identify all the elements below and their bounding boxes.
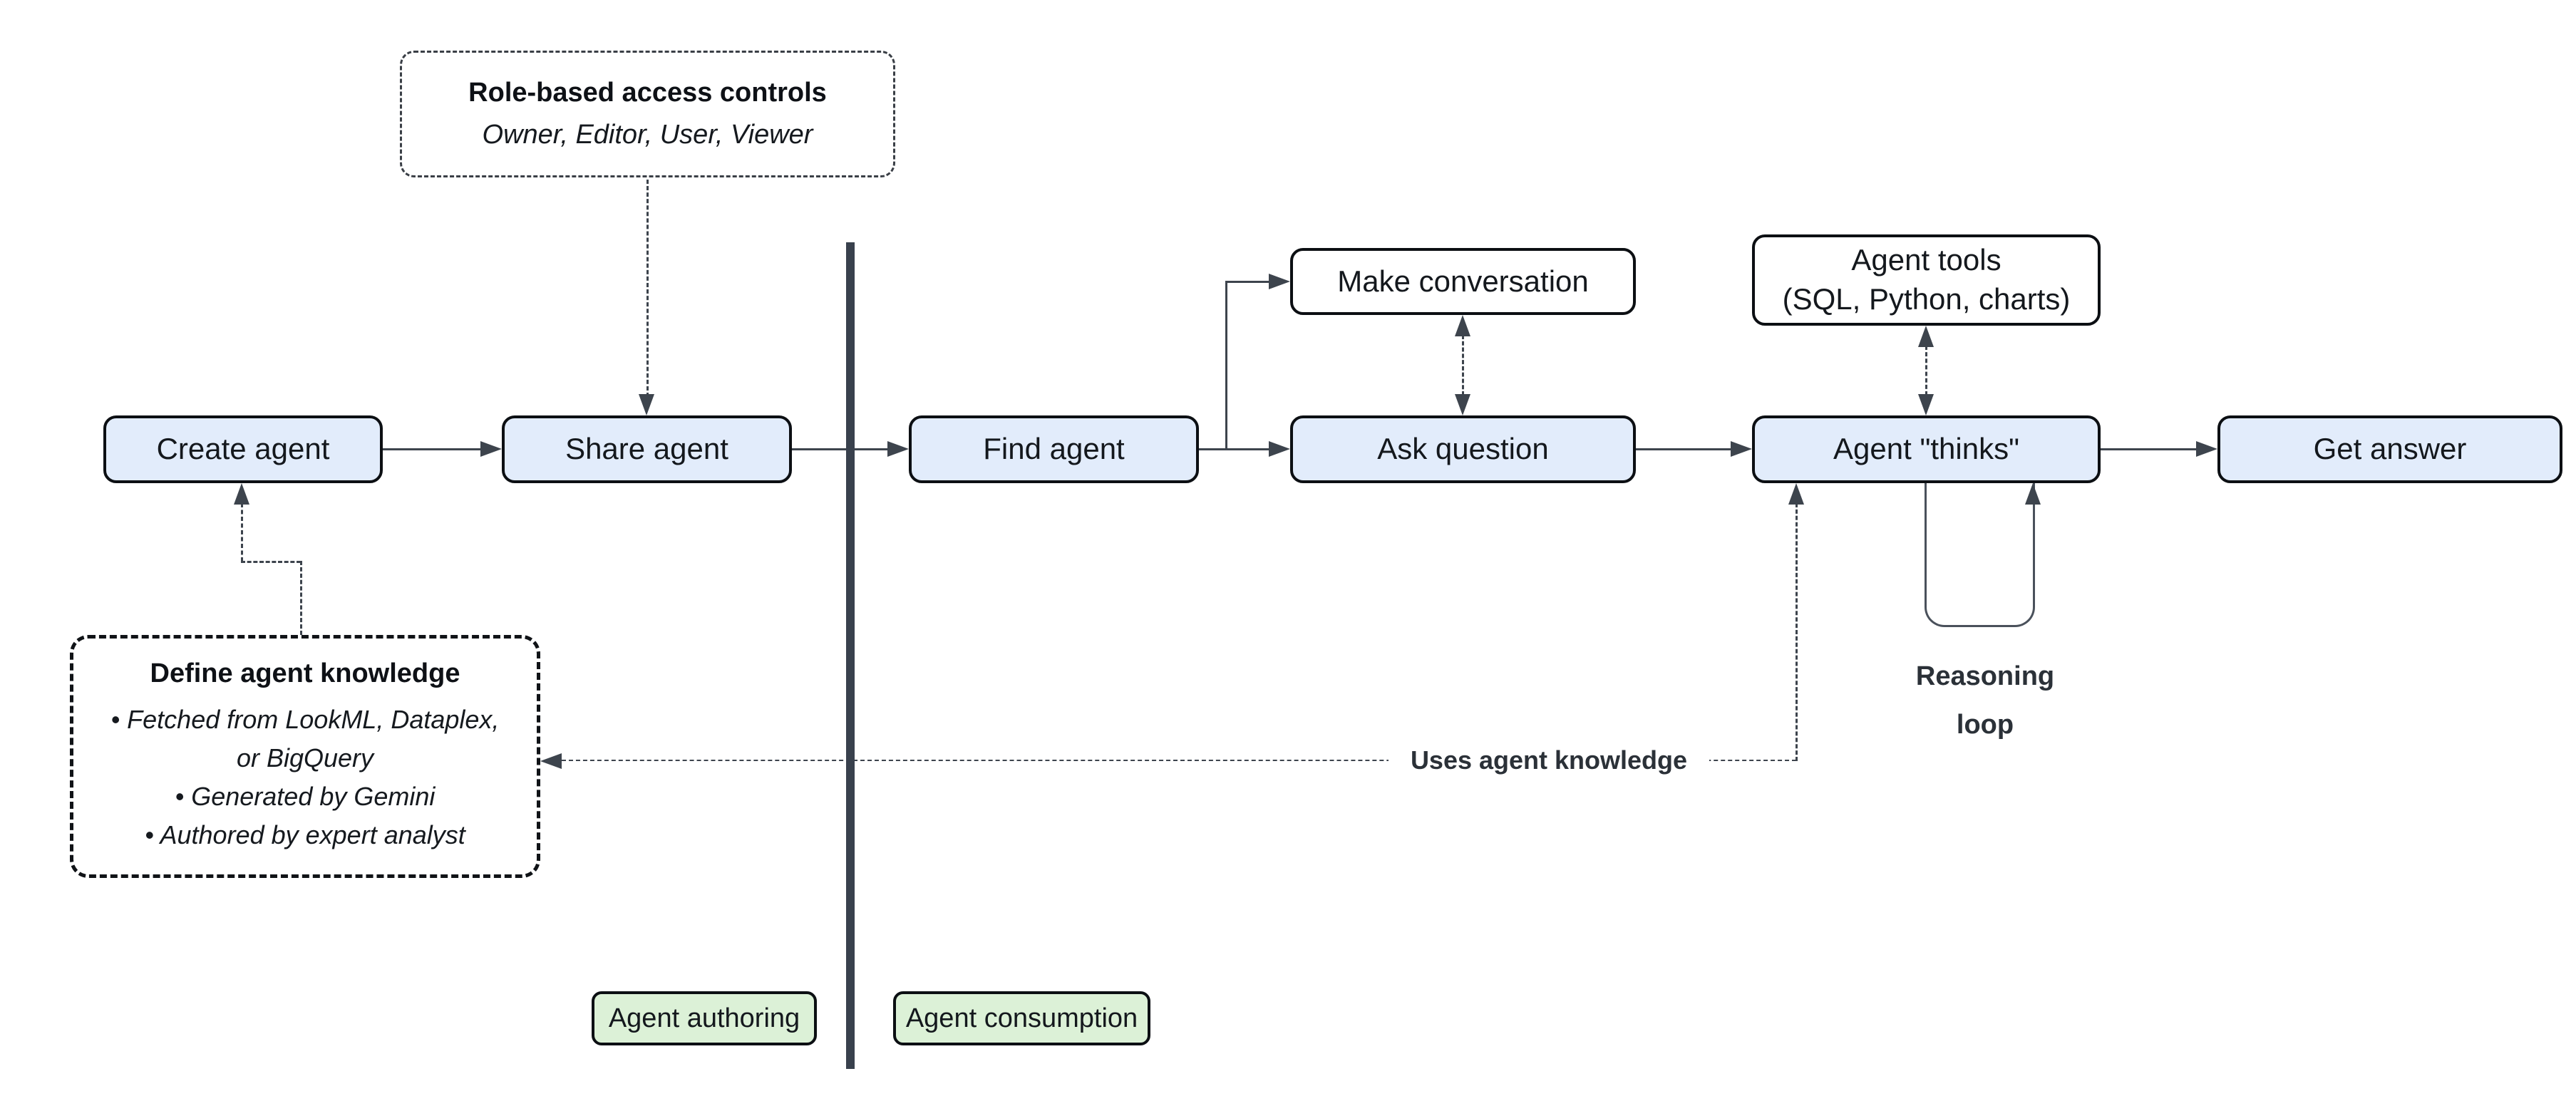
node-ask-question-label: Ask question [1377,432,1549,466]
node-ask-question: Ask question [1290,415,1636,483]
arrow-make-ask-down-head [1455,394,1470,415]
node-get-answer-label: Get answer [2313,432,2467,466]
arrow-tools-thinks-up-head [1918,326,1934,347]
arrow-tools-thinks-down-head [1918,394,1934,415]
agent-knowledge-bullet-3: • Authored by expert analyst [145,820,465,849]
role-access-title: Role-based access controls [468,78,827,108]
section-divider-line [846,242,855,1069]
node-share-agent-label: Share agent [565,432,728,466]
zone-agent-authoring-label: Agent authoring [608,1003,800,1033]
node-agent-thinks: Agent "thinks" [1752,415,2101,483]
node-agent-tools: Agent tools (SQL, Python, charts) [1752,234,2101,326]
arrow-uses-knowledge-up-head [1788,483,1804,505]
reasoning-loop-path [1925,483,2035,627]
arrow-find-to-ask-line [1199,448,1270,450]
node-create-agent-label: Create agent [156,432,330,466]
arrow-knowledge-to-create-v1 [241,503,243,562]
node-make-conversation: Make conversation [1290,248,1636,315]
zone-agent-consumption-label: Agent consumption [905,1003,1138,1033]
arrow-knowledge-to-create-head [234,483,249,505]
arrow-find-to-make-vline [1225,281,1227,449]
arrow-role-to-share-head [639,394,654,415]
arrow-find-to-ask-head [1269,441,1290,457]
arrow-ask-to-thinks-head [1731,441,1752,457]
node-agent-tools-line1: Agent tools [1851,243,2001,277]
role-access-callout: Role-based access controls Owner, Editor… [400,51,895,177]
arrow-make-ask-up-head [1455,315,1470,336]
role-access-roles: Owner, Editor, User, Viewer [482,120,813,150]
arrow-tools-thinks-line [1925,346,1927,396]
arrow-find-to-make-head [1269,274,1290,289]
zone-agent-consumption: Agent consumption [893,991,1150,1045]
node-make-conversation-label: Make conversation [1337,264,1589,298]
agent-knowledge-title: Define agent knowledge [150,658,460,688]
node-find-agent: Find agent [909,415,1199,483]
agent-knowledge-bullet-1: • Fetched from LookML, Dataplex, or BigQ… [110,705,500,772]
node-share-agent: Share agent [502,415,792,483]
node-agent-thinks-label: Agent "thinks" [1833,432,2019,466]
arrow-role-to-share-line [646,180,649,397]
arrow-thinks-to-answer-head [2196,441,2217,457]
arrow-share-to-find-head [887,441,909,457]
reasoning-loop-label-line2: loop [1956,710,2014,740]
arrow-share-to-find-line [792,448,889,450]
arrow-knowledge-to-create-v2 [300,561,302,635]
arrow-thinks-to-answer-line [2101,448,2198,450]
arrow-create-to-share-head [480,441,502,457]
arrow-create-to-share-line [383,448,482,450]
arrow-uses-knowledge-vline [1796,503,1798,761]
reasoning-loop-head [2025,483,2041,505]
node-create-agent: Create agent [103,415,383,483]
arrow-uses-knowledge-hline [562,760,1796,761]
zone-agent-authoring: Agent authoring [592,991,817,1045]
node-get-answer: Get answer [2217,415,2562,483]
uses-agent-knowledge-label: Uses agent knowledge [1389,741,1709,780]
arrow-find-to-make-hline [1225,281,1270,283]
reasoning-loop-label-line1: Reasoning [1915,661,2055,691]
arrow-uses-knowledge-left-head [540,753,562,769]
agent-knowledge-callout: Define agent knowledge • Fetched from Lo… [70,635,540,878]
agent-knowledge-bullet-2: • Generated by Gemini [175,782,436,811]
arrow-make-ask-line [1462,335,1464,396]
arrow-knowledge-to-create-h [241,561,301,563]
arrow-ask-to-thinks-line [1636,448,1732,450]
node-find-agent-label: Find agent [983,432,1125,466]
node-agent-tools-line2: (SQL, Python, charts) [1782,282,2071,316]
reasoning-loop-label: Reasoning loop [1882,652,2088,750]
